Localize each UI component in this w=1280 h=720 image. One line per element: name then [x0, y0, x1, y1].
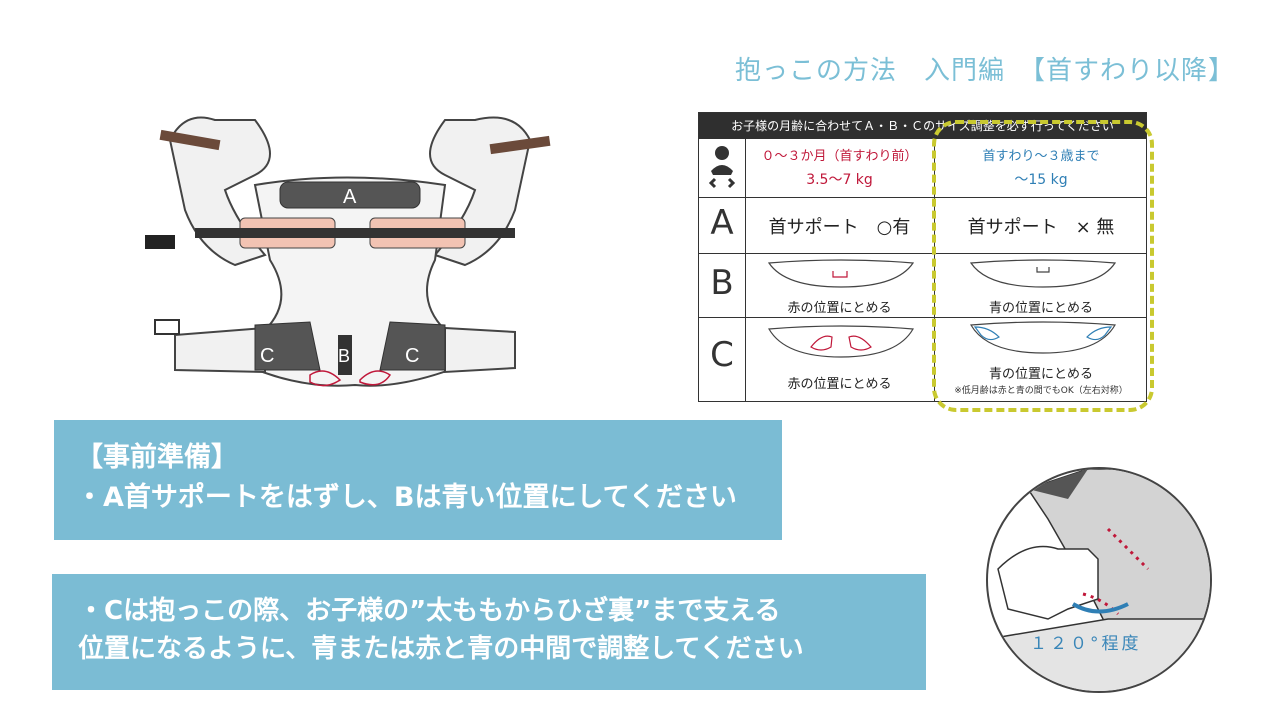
knee-angle-illustration: [988, 469, 1210, 691]
label-c-left: C: [260, 345, 274, 367]
row-a-left: 首サポート ○有: [768, 217, 911, 238]
page-title: 抱っこの方法 入門編 【首すわり以降】: [735, 56, 1236, 86]
c-adjustment-line-1: ・Cは抱っこの際、お子様の”太ももからひざ裏”まで支える: [78, 596, 781, 626]
baby-carrier-illustration: A C B C: [145, 116, 551, 387]
row-b-right: 青の位置にとめる: [988, 301, 1093, 316]
row-a-right: 首サポート × 無: [967, 217, 1115, 238]
row-letter-b: B: [710, 263, 734, 303]
row-c-right: 青の位置にとめる: [988, 367, 1093, 382]
row-b-left: 赤の位置にとめる: [787, 301, 892, 316]
b-blue-position-diagram: [969, 259, 1117, 288]
row-letter-c: C: [710, 335, 734, 375]
age-right: 首すわり～３歳まで: [982, 149, 1100, 164]
table-header: お子様の月齢に合わせてＡ・Ｂ・Ｃのサイズ調整を必ず行ってください: [699, 113, 1146, 139]
low-age-note: ※低月齢は赤と青の間でもOK（左右対称）: [954, 386, 1128, 396]
baby-icon: [708, 146, 736, 189]
label-a: A: [343, 186, 357, 208]
c-adjustment-notice: ・Cは抱っこの際、お子様の”太ももからひざ裏”まで支える 位置になるように、青ま…: [52, 574, 926, 690]
b-red-position-diagram: [767, 259, 915, 288]
label-c-right: C: [405, 345, 419, 367]
size-adjustment-table: お子様の月齢に合わせてＡ・Ｂ・Ｃのサイズ調整を必ず行ってください ０～３か月（首…: [698, 112, 1147, 402]
recommended-column-highlight: [932, 120, 1154, 412]
angle-label: １２０°程度: [1030, 634, 1142, 654]
weight-left: 3.5〜7 kg: [806, 172, 873, 188]
c-blue-position-diagram: [970, 321, 1116, 354]
row-c-left: 赤の位置にとめる: [787, 377, 892, 392]
weight-right: 〜15 kg: [1014, 172, 1068, 188]
row-letter-a: A: [710, 203, 734, 243]
c-adjustment-line-2: 位置になるように、青または赤と青の中間で調整してください: [78, 634, 804, 664]
label-b: B: [338, 346, 350, 366]
preparation-notice: 【事前準備】 ・A首サポートをはずし、Bは青い位置にしてください: [54, 420, 782, 540]
knee-angle-inset: [986, 467, 1212, 693]
c-red-position-diagram: [768, 325, 914, 358]
preparation-instruction: ・A首サポートをはずし、Bは青い位置にしてください: [76, 482, 737, 513]
preparation-heading: 【事前準備】: [76, 442, 238, 473]
age-left: ０～３か月（首すわり前）: [761, 149, 918, 164]
